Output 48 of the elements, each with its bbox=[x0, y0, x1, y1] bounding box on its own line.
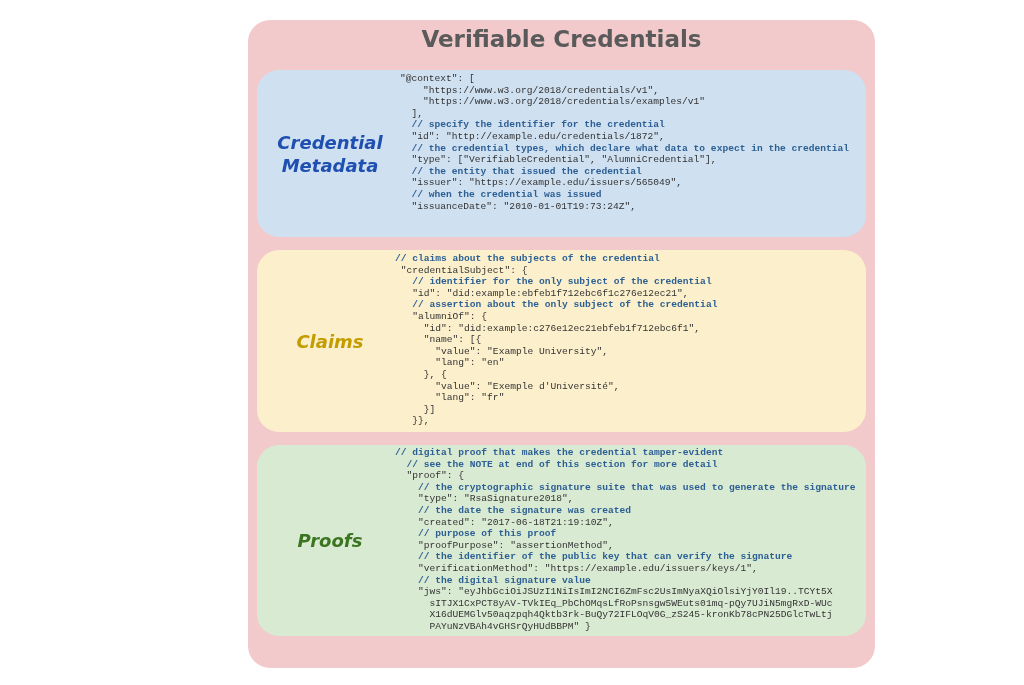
code-line: }] bbox=[422, 403, 436, 416]
section-heading: Credential Metadata bbox=[276, 131, 384, 177]
code-comment: // the identifier of the public key that can verify the signature bbox=[417, 551, 793, 563]
code-comment: // purpose of this proof bbox=[417, 528, 557, 540]
code-line: "issuanceDate": "2010-01-01T19:73:24Z", bbox=[410, 200, 637, 213]
code-line: "lang": "fr" bbox=[434, 392, 505, 404]
code-comment: // identifier for the only subject of the credential bbox=[411, 276, 712, 288]
code-comment: // see the NOTE at end of this section for more detail bbox=[405, 458, 718, 471]
code-line: "@context": [ bbox=[400, 73, 475, 85]
code-line: "proof": { bbox=[405, 470, 465, 482]
section-panel bbox=[257, 70, 866, 237]
section-heading: Proofs bbox=[296, 529, 364, 552]
code-comment: // digital proof that makes the credential tamper-evident bbox=[395, 447, 724, 459]
code-line: "id": "did:example:ebfeb1f712ebc6f1c276e12ec21", bbox=[411, 287, 689, 300]
code-line: }, { bbox=[422, 368, 447, 381]
code-comment: // the cryptographic signature suite that was used to generate the signature bbox=[417, 481, 856, 494]
code-line: "credentialSubject": { bbox=[399, 264, 528, 277]
code-line: "lang": "en" bbox=[434, 357, 505, 369]
code-line: "type": ["VerifiableCredential", "AlumniCredential"], bbox=[410, 154, 717, 166]
code-comment: // the digital signature value bbox=[417, 574, 591, 587]
diagram-panel bbox=[248, 20, 875, 668]
section-heading: Claims bbox=[295, 330, 365, 353]
code-line: }}, bbox=[411, 415, 430, 427]
code-comment: // the entity that issued the credential bbox=[410, 165, 642, 178]
code-comment: // assertion about the only subject of the credential bbox=[411, 299, 718, 311]
code-line: "https://www.w3.org/2018/credentials/examples/v1" bbox=[422, 96, 706, 108]
code-line: "id": "did:example:c276e12ec21ebfeb1f712ebc6f1", bbox=[422, 322, 701, 335]
code-comment: // when the credential was issued bbox=[410, 188, 602, 201]
code-line: "type": "RsaSignature2018", bbox=[417, 493, 574, 505]
code-line: "issuer": "https://example.edu/issuers/565049", bbox=[410, 177, 683, 189]
code-line: "value": "Example University", bbox=[434, 345, 608, 358]
code-line: "https://www.w3.org/2018/credentials/v1", bbox=[422, 84, 660, 97]
code-line: "value": "Exemple d'Université", bbox=[434, 380, 620, 393]
code-line: "name": [{ bbox=[422, 334, 482, 346]
code-line: "alumniOf": { bbox=[411, 310, 488, 323]
code-line: "jws": "eyJhbGciOiJSUzI1NiIsImI2NCI6ZmFsc2UsImNyaXQiOlsiYjY0Il19..TCYt5X sITJX1CxPCT8yAV-TVkIEq_PbChOMqsLfRoPsnsgw5WEuts01mq-pQy7UJiN5mgRxD-WUc X16dUEMGlv50aqzpqh4Qktb3rk-BuQy72IFLOqV0G_zS245-kronKb78cPN25DGlcTwLtj PAYuNzVBAh4vGHSrQyHUdBBPM" } bbox=[417, 586, 834, 633]
code-comment: // the date the signature was created bbox=[417, 504, 632, 517]
code-line: ], bbox=[410, 107, 423, 120]
code-comment: // claims about the subjects of the credential bbox=[395, 253, 660, 265]
code-line: "verificationMethod": "https://example.edu/issuers/keys/1", bbox=[417, 562, 758, 575]
section-panel bbox=[257, 445, 866, 636]
code-comment: // specify the identifier for the credential bbox=[410, 119, 665, 131]
section-panel bbox=[257, 250, 866, 432]
code-comment: // the credential types, which declare what data to expect in the credential bbox=[410, 142, 850, 155]
code-line: "proofPurpose": "assertionMethod", bbox=[417, 539, 614, 552]
code-line: "created": "2017-06-18T21:19:10Z", bbox=[417, 516, 614, 529]
panel-heading: Verifiable Credentials bbox=[420, 26, 703, 52]
code-line: "id": "http://example.edu/credentials/1872", bbox=[410, 130, 665, 143]
